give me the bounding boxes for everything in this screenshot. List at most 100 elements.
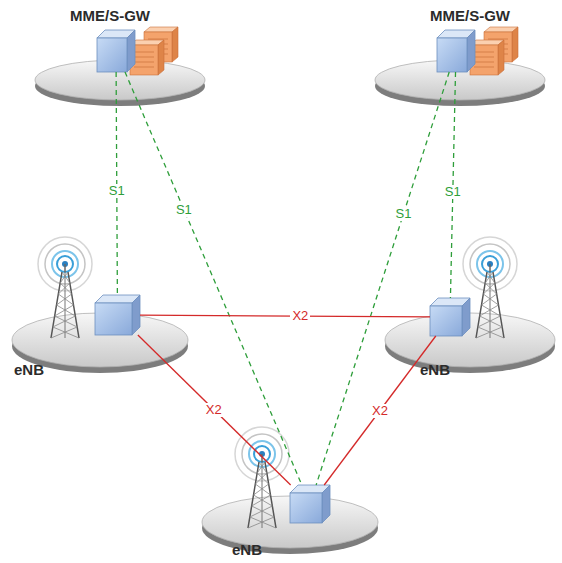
tower-brace (58, 294, 73, 305)
tower-brace (259, 462, 267, 473)
tower-brace (250, 506, 273, 517)
tower-brace (55, 305, 74, 316)
tower-brace (485, 283, 497, 294)
node-label: eNB (420, 361, 450, 379)
tower-brace (53, 316, 76, 327)
network-box (437, 30, 475, 72)
node-illustration (8, 240, 193, 380)
network-box (95, 295, 140, 335)
box-side (462, 298, 470, 336)
network-box (290, 485, 330, 523)
network-box (430, 298, 470, 336)
server-slot (474, 67, 494, 68)
box-side (132, 295, 140, 335)
base-station: eNB (200, 430, 385, 560)
tower-brace (60, 272, 68, 283)
tower-brace (487, 272, 495, 283)
network-box (97, 30, 135, 72)
tower-brace (58, 283, 69, 294)
interface-label: S1 (107, 184, 127, 198)
server-slot (134, 67, 154, 68)
link-line (140, 315, 430, 317)
server-slot (474, 57, 494, 58)
tower-brace (51, 327, 77, 338)
box-side (127, 30, 135, 72)
tower-brace (480, 305, 499, 316)
tower-brace (250, 517, 276, 528)
box-front (95, 303, 132, 335)
box-side (467, 30, 475, 72)
tower-brace (255, 473, 267, 484)
interface-label: X2 (290, 309, 310, 323)
tower-brace (478, 316, 501, 327)
server-slot (474, 62, 494, 63)
tower-brace (62, 272, 70, 283)
tower-brace (252, 506, 274, 517)
tower-brace (55, 316, 77, 327)
radio-wave (57, 256, 73, 272)
tower-brace (57, 305, 76, 316)
tower-brace (480, 316, 503, 327)
server-slot (474, 52, 494, 53)
server-slot (148, 39, 168, 40)
server-slot (134, 57, 154, 58)
box-front (430, 306, 462, 336)
tower-brace (57, 294, 72, 305)
tower-leg (65, 272, 66, 338)
tower-brace (483, 294, 498, 305)
tower-brace (257, 462, 265, 473)
tower-brace (482, 294, 497, 305)
tower-brace (254, 484, 269, 495)
box-front (437, 38, 467, 72)
base-station: eNB (8, 240, 193, 380)
server-slot (488, 39, 508, 40)
box-front (290, 493, 322, 523)
server-slot (134, 62, 154, 63)
interface-label: S1 (174, 203, 194, 217)
tower-brace (53, 327, 79, 338)
tower-brace (252, 495, 271, 506)
interface-label: S1 (443, 185, 463, 199)
antenna-tower (38, 237, 92, 338)
tower-brace (485, 272, 493, 283)
link-line (138, 335, 291, 485)
server-side (512, 27, 518, 62)
tower-leg (490, 272, 491, 338)
tower-mast (489, 264, 491, 272)
tower-brace (60, 283, 72, 294)
tower-mast (64, 264, 66, 272)
core-site: MME/S-GW (30, 5, 210, 105)
interface-label: S1 (393, 207, 413, 221)
link-line (125, 72, 302, 485)
node-illustration (200, 430, 385, 560)
tower-brace (476, 327, 502, 338)
node-label: eNB (232, 541, 262, 559)
base-station: eNB (380, 240, 558, 380)
node-label: eNB (14, 361, 44, 379)
tower-leg (262, 462, 263, 528)
radio-wave (254, 446, 270, 462)
core-site: MME/S-GW (370, 5, 550, 105)
server-slot (134, 52, 154, 53)
server-side (158, 40, 164, 75)
interface-label: X2 (370, 404, 390, 418)
tower-brace (257, 473, 269, 484)
server-side (498, 40, 504, 75)
node-label: MME/S-GW (70, 7, 150, 25)
node-label: MME/S-GW (430, 7, 510, 25)
radio-wave (482, 256, 498, 272)
server-side (172, 27, 178, 62)
interface-label: X2 (204, 403, 224, 417)
box-front (97, 38, 127, 72)
tower-brace (482, 305, 501, 316)
node-illustration (380, 240, 558, 380)
tower-brace (254, 495, 273, 506)
tower-brace (478, 327, 504, 338)
tower-brace (483, 283, 495, 294)
antenna-tower (463, 237, 517, 338)
link-line (316, 72, 449, 485)
antenna-tower (235, 427, 289, 528)
box-side (322, 485, 330, 523)
tower-brace (255, 484, 270, 495)
